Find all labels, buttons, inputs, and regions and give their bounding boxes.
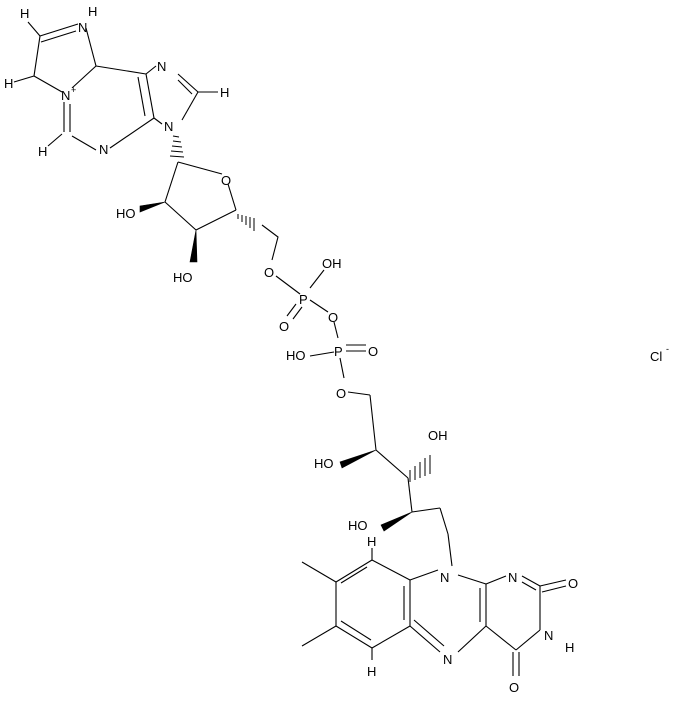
atom-h-f: H — [367, 664, 376, 679]
atom-h-d: H — [38, 144, 47, 159]
atom-oh-c3: OH — [428, 428, 448, 443]
wedge-3p — [189, 229, 198, 263]
atom-n-imidazole-top: N — [78, 20, 87, 35]
atom-n1: N — [508, 570, 517, 585]
atom-h-c: H — [220, 85, 229, 100]
atom-ho-3p: HO — [173, 270, 193, 285]
atom-o-bridge: O — [328, 310, 338, 325]
atom-o-p1-double: O — [279, 319, 289, 334]
counterion-charge: - — [666, 344, 669, 354]
atom-oh-p1: OH — [322, 256, 342, 271]
atom-h-imidazole-top: H — [88, 4, 97, 19]
wedge-c2 — [339, 449, 377, 469]
wedge-2p — [139, 201, 166, 213]
atom-o-c2: O — [568, 576, 578, 591]
atom-h-b: H — [4, 76, 13, 91]
atom-o-ring: O — [221, 173, 231, 188]
atom-p1: P — [299, 292, 308, 307]
wedge-c4 — [380, 511, 413, 532]
counterion-label: Cl — [650, 349, 662, 364]
atom-p2: P — [334, 344, 343, 359]
atom-o-p2-double: O — [368, 344, 378, 359]
atom-h-a: H — [20, 6, 29, 21]
atom-ho-2p: HO — [116, 206, 136, 221]
atom-ho-c4: HO — [348, 518, 368, 533]
charge-plus: + — [71, 85, 76, 95]
atom-n-pyrimidine: N — [99, 142, 108, 157]
atom-n9: N — [164, 119, 173, 134]
atom-n3: N — [544, 628, 553, 643]
ribityl-chain: HO OH HO — [314, 391, 453, 567]
atom-n-plus: N — [61, 88, 70, 103]
chloride-counterion: Cl - — [650, 344, 669, 364]
atom-n5: N — [443, 652, 452, 667]
isoalloxazine: N N O N H N O H H — [301, 534, 578, 695]
atom-o-5p: O — [264, 265, 274, 280]
etheno-adenine: N H N + N N N H H H H — [4, 4, 229, 159]
atom-n10: N — [440, 570, 449, 585]
diphosphate: P O OH O P O HO O — [275, 256, 378, 401]
atom-h-n3: H — [565, 640, 574, 655]
atom-ho-c2: HO — [314, 456, 334, 471]
atom-h-e: H — [367, 534, 376, 549]
atom-ho-p2: HO — [286, 348, 306, 363]
atom-o-ribityl: O — [336, 386, 346, 401]
ribose: O HO HO O — [116, 135, 279, 285]
atom-n-imidazole-right: N — [157, 59, 166, 74]
atom-o-c4: O — [509, 680, 519, 695]
